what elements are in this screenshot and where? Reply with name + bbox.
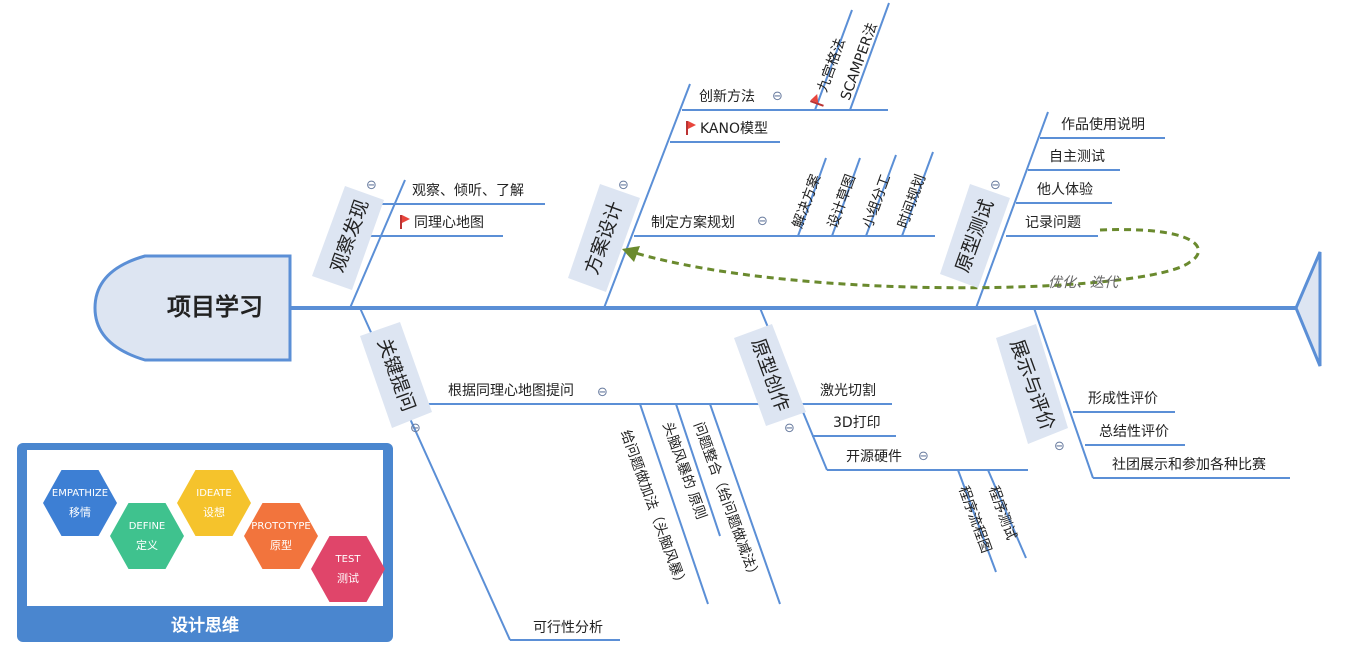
box-design — [568, 184, 640, 292]
prototype-item: 开源硬件 — [846, 449, 902, 465]
prototype-item: 3D打印 — [833, 415, 881, 431]
collapse-icon[interactable]: ⊖ — [597, 385, 608, 400]
loop-note: 优化、迭代 — [1048, 275, 1118, 291]
fish-tail — [1294, 251, 1322, 367]
observe-item: 同理心地图 — [400, 214, 484, 232]
evaluate-item: 形成性评价 — [1088, 391, 1158, 407]
test-item: 他人体验 — [1037, 182, 1093, 198]
test-item: 记录问题 — [1025, 215, 1081, 231]
test-item: 自主测试 — [1049, 149, 1105, 165]
box-observe — [312, 186, 384, 290]
prototype-item: 激光切割 — [820, 383, 876, 399]
design-innovate: 创新方法 — [699, 89, 755, 105]
evaluate-item: 社团展示和参加各种比赛 — [1112, 457, 1266, 473]
collapse-icon[interactable]: ⊖ — [410, 421, 421, 436]
flag-icon — [686, 121, 696, 135]
flag-icon — [400, 215, 410, 229]
question-root: 根据同理心地图提问 — [448, 383, 574, 399]
fish-head — [93, 254, 292, 362]
design-plan: 制定方案规划 — [651, 215, 735, 231]
box-question — [360, 322, 432, 428]
box-prototype — [734, 324, 806, 426]
observe-item: 观察、倾听、了解 — [412, 183, 524, 199]
collapse-icon[interactable]: ⊖ — [990, 178, 1001, 193]
evaluate-item: 总结性评价 — [1099, 424, 1169, 440]
question-feasibility: 可行性分析 — [533, 620, 603, 636]
box-test — [940, 184, 1010, 288]
collapse-icon[interactable]: ⊖ — [1054, 439, 1065, 454]
collapse-icon[interactable]: ⊖ — [366, 178, 377, 193]
collapse-icon[interactable]: ⊖ — [757, 214, 768, 229]
test-item: 作品使用说明 — [1061, 117, 1145, 133]
design-kano: KANO模型 — [686, 120, 768, 138]
collapse-icon[interactable]: ⊖ — [918, 449, 929, 464]
collapse-icon[interactable]: ⊖ — [618, 178, 629, 193]
iteration-loop-arrow — [631, 228, 1200, 290]
box-evaluate — [996, 324, 1068, 444]
collapse-icon[interactable]: ⊖ — [784, 421, 795, 436]
head-title: 项目学习 — [167, 293, 263, 321]
legend-title: 设计思维 — [171, 616, 239, 636]
collapse-icon[interactable]: ⊖ — [772, 89, 783, 104]
